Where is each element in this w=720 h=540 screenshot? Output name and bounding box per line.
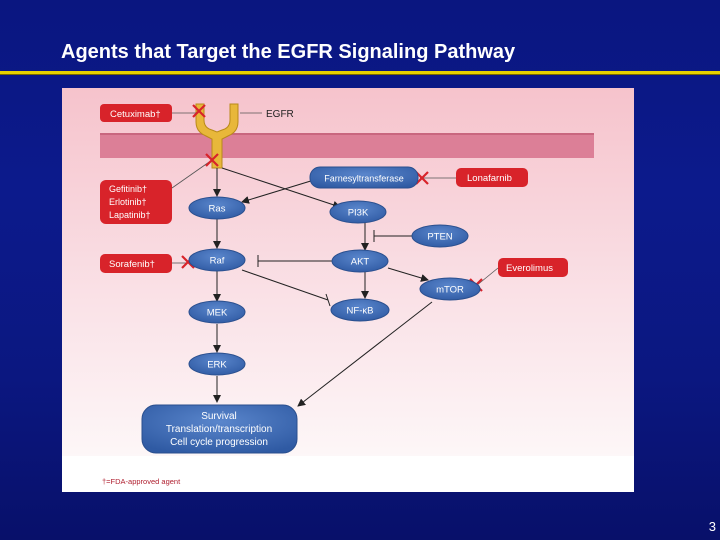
outcome-cell-cycle: Cell cycle progression bbox=[170, 437, 268, 448]
akt-label: AKT bbox=[351, 257, 370, 268]
tki-agents-box bbox=[100, 180, 172, 224]
egfr-receptor bbox=[195, 103, 239, 169]
mtor-node bbox=[419, 277, 481, 301]
arrow-egfr-pi3k bbox=[221, 167, 341, 209]
akt-node bbox=[331, 249, 389, 273]
gefitinib-label: Gefitinib† bbox=[109, 184, 147, 194]
mtor-label: mTOR bbox=[436, 285, 464, 296]
pten-label: PTEN bbox=[427, 232, 452, 243]
footnote: †=FDA-approved agent bbox=[102, 477, 181, 486]
lapatinib-label: Lapatinib† bbox=[109, 210, 151, 220]
outcome-node bbox=[141, 404, 298, 454]
cell-membrane-edge bbox=[100, 133, 594, 135]
tbar-raf-nfkb bbox=[241, 269, 329, 301]
cetuximab-box bbox=[100, 104, 172, 122]
ras-node bbox=[188, 196, 246, 220]
footnote-band bbox=[62, 456, 634, 492]
nfkb-node bbox=[330, 298, 390, 322]
cell-membrane bbox=[100, 134, 594, 158]
cetuximab-inhibit-icon bbox=[192, 104, 206, 118]
outcome-translation: Translation/transcription bbox=[166, 424, 272, 435]
pathway-arrows bbox=[213, 167, 433, 407]
pten-node bbox=[411, 224, 469, 248]
erk-label: ERK bbox=[207, 360, 227, 371]
tki-connector bbox=[171, 159, 213, 189]
lonafarnib-label: Lonafarnib bbox=[467, 173, 512, 184]
pi3k-node bbox=[329, 200, 387, 224]
egfr-label: EGFR bbox=[266, 109, 294, 120]
tki-inhibit-icon bbox=[205, 153, 219, 167]
farnesyltransferase-node bbox=[309, 166, 419, 189]
arrow-mtor-outcome bbox=[297, 301, 433, 407]
egfr-pathway-diagram: EGFR Cetuximab† Gefitinib† Erlotinib† La… bbox=[62, 88, 634, 492]
page-number: 3 bbox=[708, 519, 716, 534]
pi3k-label: PI3K bbox=[348, 208, 369, 219]
farnesyltransferase-label: Farnesyltransferase bbox=[324, 174, 404, 184]
erk-node bbox=[188, 352, 246, 376]
ras-label: Ras bbox=[209, 204, 226, 215]
everolimus-label: Everolimus bbox=[506, 263, 553, 274]
nfkb-label: NF-κB bbox=[347, 306, 374, 317]
lonafarnib-box bbox=[456, 168, 528, 187]
arrow-farnesyl-ras bbox=[241, 179, 315, 204]
arrow-akt-mtor bbox=[387, 267, 429, 282]
raf-node bbox=[188, 248, 246, 272]
sorafenib-box bbox=[100, 254, 172, 273]
outcome-survival: Survival bbox=[201, 411, 237, 422]
mek-node bbox=[188, 300, 246, 324]
slide-title: Agents that Target the EGFR Signaling Pa… bbox=[61, 41, 516, 63]
cetuximab-label: Cetuximab† bbox=[110, 109, 161, 120]
sorafenib-label: Sorafenib† bbox=[109, 259, 155, 270]
everolimus-connector bbox=[475, 267, 499, 287]
raf-label: Raf bbox=[210, 256, 225, 267]
title-underline bbox=[0, 71, 720, 74]
erlotinib-label: Erlotinib† bbox=[109, 197, 147, 207]
everolimus-box bbox=[498, 258, 568, 277]
title-underline-shadow bbox=[0, 74, 720, 75]
mek-label: MEK bbox=[207, 308, 228, 319]
inhibitory-links bbox=[241, 230, 412, 307]
